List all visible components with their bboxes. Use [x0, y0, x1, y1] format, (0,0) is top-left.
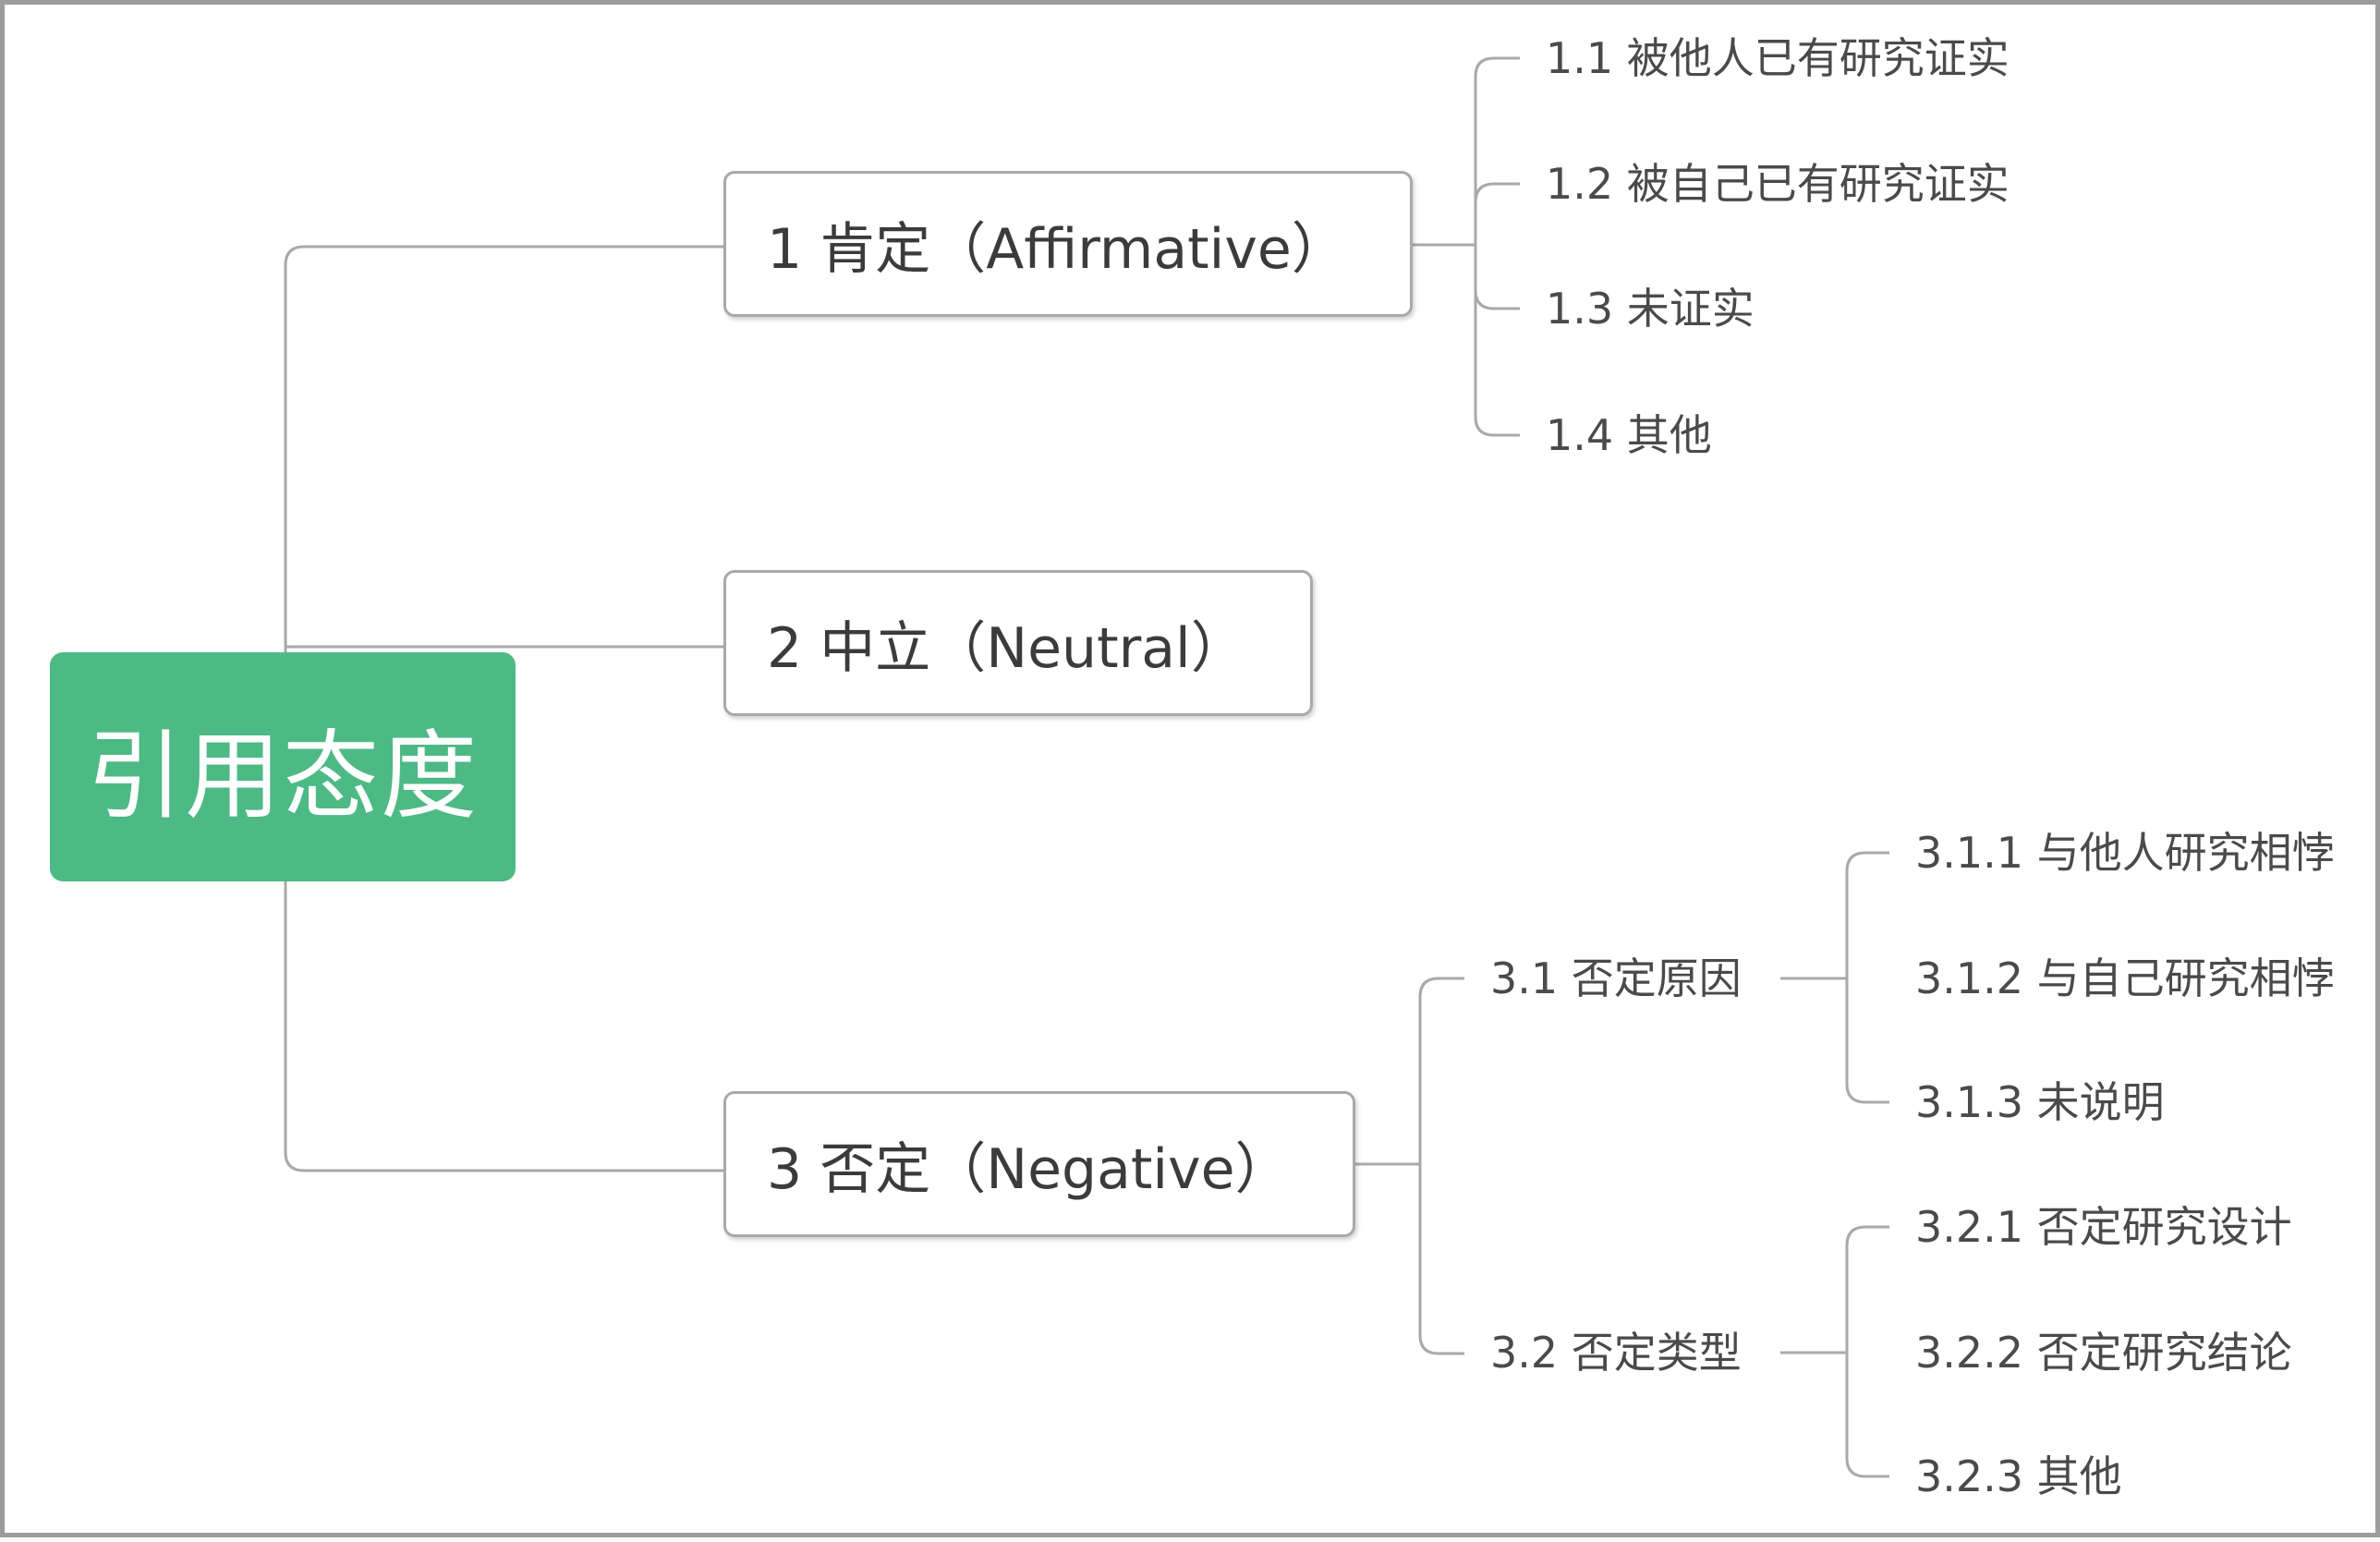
- branch-node-negative-label: 3 否定（Negative）: [767, 1136, 1291, 1202]
- connector-root-affirmative: [284, 245, 723, 652]
- root-node-label: 引用态度: [86, 719, 479, 832]
- topic-3-1-1[interactable]: 3.1.1 与他人研究相悖: [1915, 828, 2335, 878]
- topic-3-1-2[interactable]: 3.1.2 与自己研究相悖: [1915, 953, 2335, 1003]
- connector-1-1: [1474, 56, 1520, 78]
- connector-1-3: [1474, 289, 1520, 310]
- connector-3-1-1: [1845, 851, 1889, 872]
- connector-1-4: [1474, 416, 1520, 437]
- branch-node-affirmative-label: 1 肯定（Affirmative）: [767, 216, 1347, 282]
- topic-1-2[interactable]: 1.2 被自己已有研究证实: [1546, 159, 2010, 209]
- topic-1-4[interactable]: 1.4 其他: [1546, 410, 1712, 460]
- topic-3-1[interactable]: 3.1 否定原因: [1490, 953, 1742, 1003]
- topic-3-2[interactable]: 3.2 否定类型: [1490, 1328, 1742, 1378]
- topic-1-3[interactable]: 1.3 未证实: [1546, 284, 1755, 334]
- connector-3-2-3: [1845, 1457, 1889, 1478]
- topic-3-2-1[interactable]: 3.2.1 否定研究设计: [1915, 1202, 2292, 1252]
- connector-3-1: [1418, 977, 1464, 998]
- connector-3-2-1: [1845, 1225, 1889, 1246]
- topic-3-1-3[interactable]: 3.1.3 未说明: [1915, 1077, 2165, 1127]
- connector-root-negative: [284, 881, 723, 1172]
- branch-node-neutral-label: 2 中立（Neutral）: [767, 615, 1246, 681]
- branch-node-negative[interactable]: 3 否定（Negative）: [723, 1091, 1355, 1237]
- connector-3-1-3: [1845, 1083, 1889, 1104]
- connector-root-neutral: [284, 645, 723, 652]
- branch-node-neutral[interactable]: 2 中立（Neutral）: [723, 570, 1313, 716]
- topic-3-2-2[interactable]: 3.2.2 否定研究结论: [1915, 1328, 2292, 1378]
- root-node[interactable]: 引用态度: [50, 652, 516, 881]
- connector-3-2: [1418, 1334, 1464, 1355]
- topic-3-2-3[interactable]: 3.2.3 其他: [1915, 1451, 2122, 1501]
- topic-1-1[interactable]: 1.1 被他人已有研究证实: [1546, 33, 2010, 83]
- connector-lines: [284, 56, 1889, 1478]
- connector-1-2: [1474, 182, 1520, 203]
- branch-node-affirmative[interactable]: 1 肯定（Affirmative）: [723, 171, 1413, 317]
